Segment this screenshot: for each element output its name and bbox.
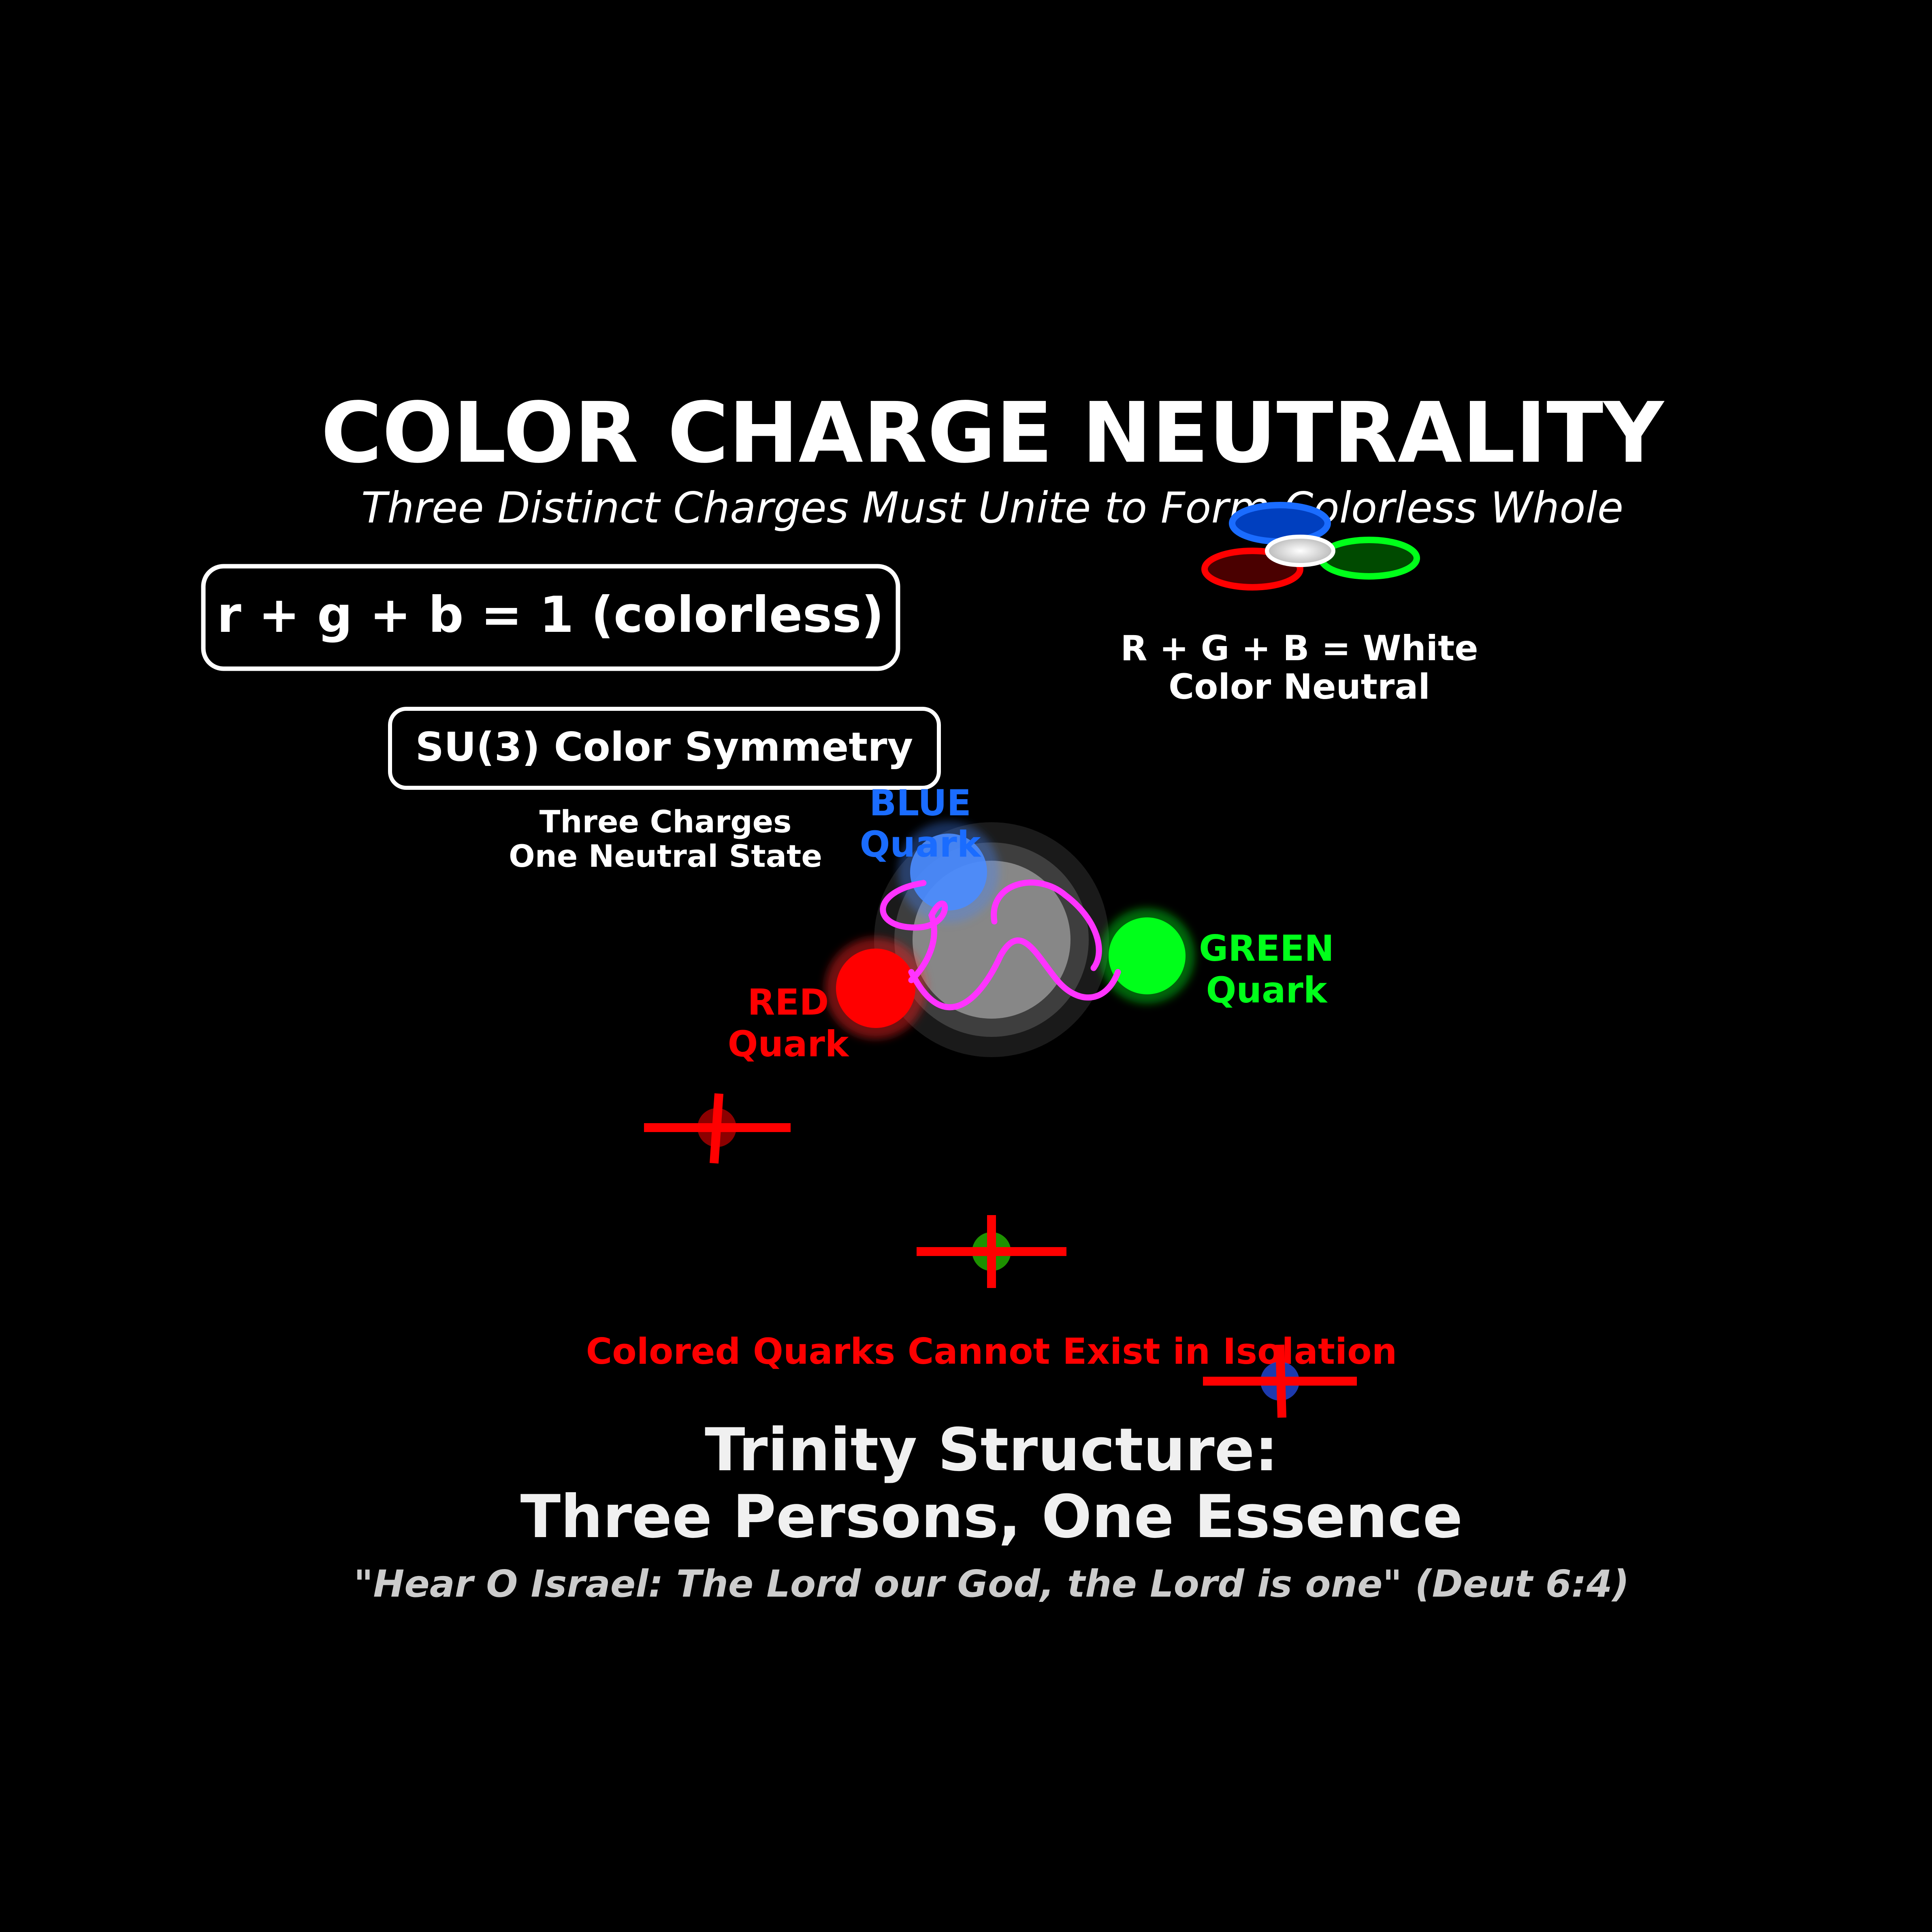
symmetry-caption-line1: Three Charges [540, 804, 792, 840]
isolated-green-quark-marker [917, 1215, 1066, 1288]
page-title: COLOR CHARGE NEUTRALITY [321, 384, 1665, 482]
blue-quark-label-line2: Quark [860, 823, 982, 865]
mix-ellipse-white [1265, 535, 1335, 567]
formula-box: r + g + b = 1 (colorless) [201, 564, 900, 671]
trinity-quote: "Hear O Israel: The Lord our God, the Lo… [354, 1562, 1629, 1606]
color-mix-line1: R + G + B = White [1120, 628, 1478, 669]
blue-quark [910, 834, 987, 911]
blue-quark-label-line1: BLUE [869, 782, 971, 824]
green-quark-label-line1: GREEN [1199, 928, 1334, 969]
green-quark [1109, 917, 1186, 994]
green-quark-label-line2: Quark [1206, 969, 1328, 1011]
gluon-string-red-green [908, 937, 1121, 1011]
gluon-string-blue-green [991, 879, 1102, 971]
isolation-warning: Colored Quarks Cannot Exist in Isolation [586, 1331, 1397, 1372]
page-subtitle: Three Distinct Charges Must Unite to For… [361, 483, 1623, 533]
red-quark-label-line1: RED [748, 981, 829, 1023]
trinity-line1: Trinity Structure: [705, 1416, 1278, 1484]
symmetry-caption-line2: One Neutral State [509, 838, 822, 874]
symmetry-box-frame [388, 707, 941, 790]
formula-box-frame [201, 564, 900, 671]
color-mix-icon [1201, 502, 1420, 591]
red-quark [836, 949, 915, 1028]
isolated-blue-quark-marker [1203, 1344, 1357, 1418]
symmetry-text: SU(3) Color Symmetry [416, 724, 913, 770]
baryon-cluster [825, 821, 1195, 1057]
isolated-blue-cross-v [1275, 1344, 1286, 1418]
isolated-red-quark-marker [644, 1093, 791, 1164]
color-mix-line2: Color Neutral [1169, 667, 1430, 707]
formula-text: r + g + b = 1 (colorless) [217, 586, 884, 644]
trinity-line2: Three Persons, One Essence [520, 1482, 1463, 1551]
isolated-red-cross-v [710, 1093, 723, 1164]
symmetry-box: SU(3) Color Symmetry Three Charges One N… [388, 707, 941, 874]
gluon-string-blue-red [880, 880, 948, 983]
red-quark-label-line2: Quark [728, 1023, 850, 1065]
mix-ellipse-green [1318, 537, 1420, 580]
